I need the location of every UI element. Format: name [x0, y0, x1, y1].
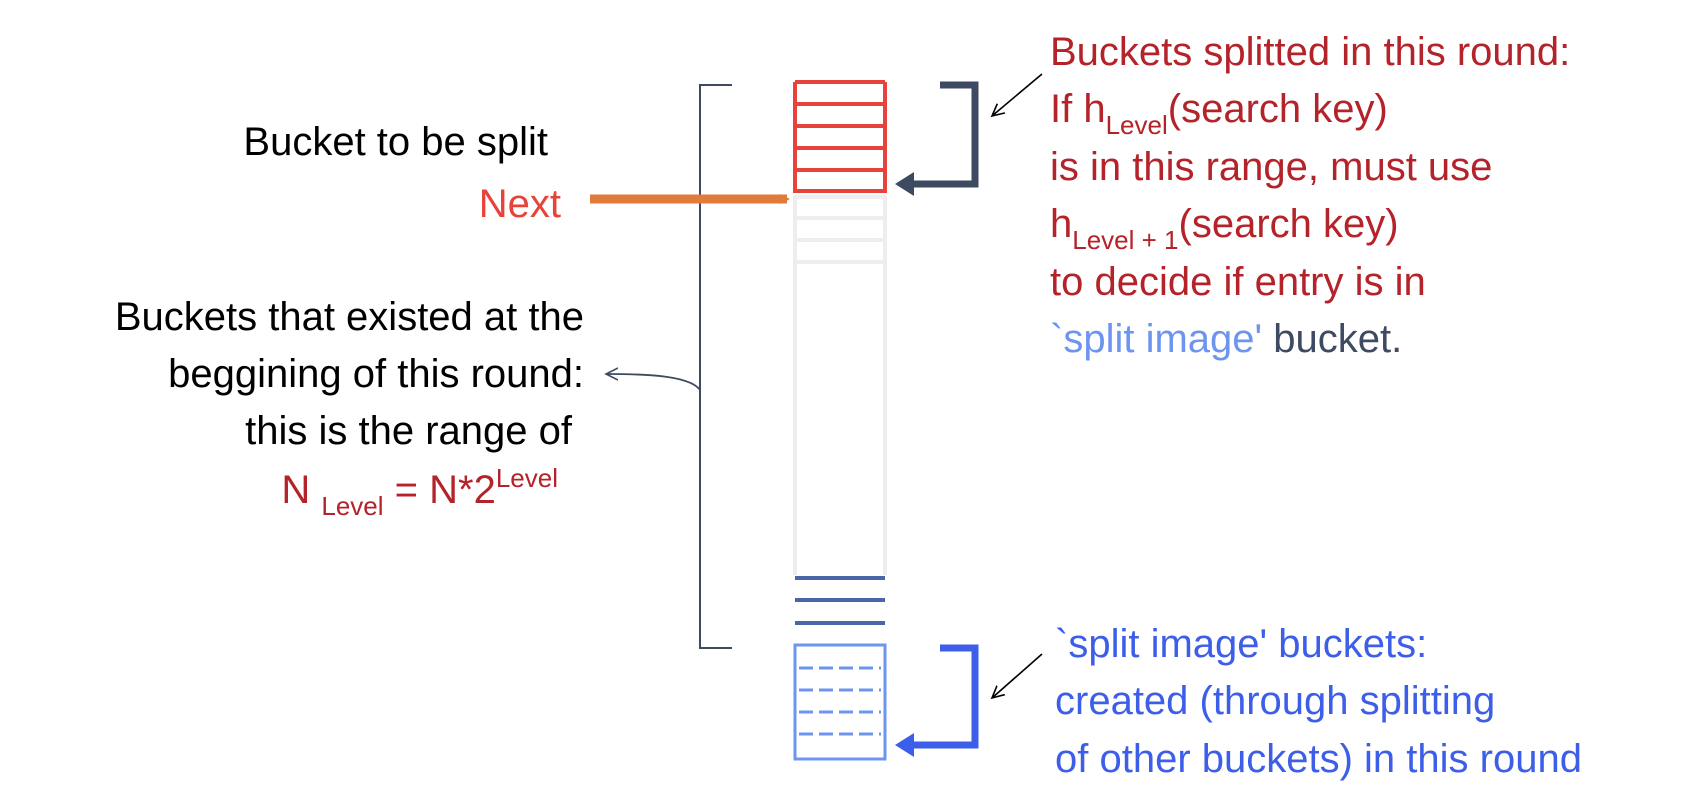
split-round-line-5: to decide if entry is in [1050, 260, 1426, 304]
split-round-line-4: hLevel + 1(search key) [1050, 202, 1399, 255]
existed-line-1: Buckets that existed at the [114, 295, 584, 339]
existed-line-2: beggining of this round: [168, 352, 584, 396]
split-round-line-6: `split image' bucket. [1050, 317, 1403, 361]
existed-line-3: this is the range of [245, 409, 572, 453]
existing-range-bracket [699, 84, 732, 649]
split-image-line-2: created (through splitting [1055, 679, 1496, 723]
split-round-line-3: is in this range, must use [1050, 145, 1493, 189]
bucket-to-split-label: Bucket to be split [243, 120, 548, 164]
split-range-bracket [895, 81, 979, 196]
next-pointer-label: Next [478, 182, 561, 226]
bottom-text-pointer [992, 653, 1043, 698]
split-buckets [793, 80, 887, 193]
split-round-line-2: If hLevel(search key) [1050, 87, 1388, 140]
existing-range-pointer [606, 374, 701, 391]
top-text-pointer [992, 73, 1043, 116]
split-image-bracket [895, 644, 979, 757]
split-image-buckets [793, 643, 887, 761]
split-image-line-1: `split image' buckets: [1055, 622, 1428, 666]
n-level-formula: N Level = N*2Level [281, 463, 558, 521]
split-image-line-3: of other buckets) in this round [1055, 737, 1582, 781]
existing-buckets-end [795, 576, 885, 625]
split-round-line-1: Buckets splitted in this round: [1050, 30, 1571, 74]
unsplit-buckets [793, 195, 887, 575]
